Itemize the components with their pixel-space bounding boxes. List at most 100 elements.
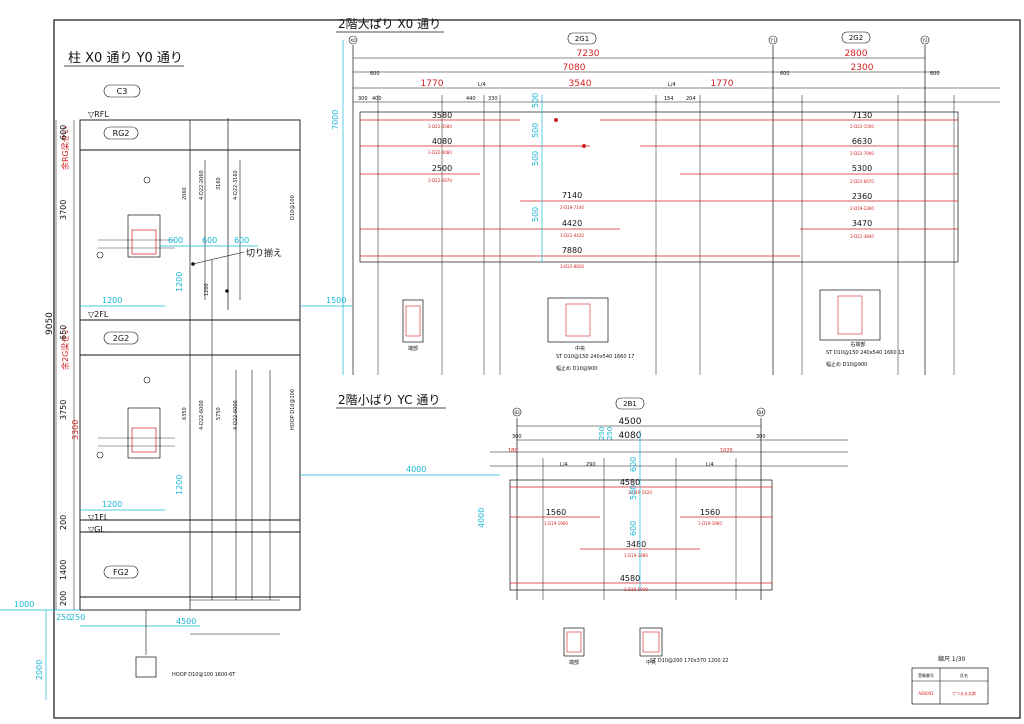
girder-section-end: 端部 [402, 299, 424, 352]
beam-tag-3480: 1-D19-3480 [624, 553, 648, 558]
column-mark: C3 [117, 87, 128, 96]
scale-label: 縮尺 1/30 [938, 655, 966, 663]
girder-small-10: L/4 [478, 82, 486, 88]
girder-tag-4080: 2-D22-4080 [428, 150, 452, 155]
girder-tag-3580: 2-D22-3580 [428, 124, 452, 129]
table-value-exam: A00001 [918, 691, 934, 696]
girder-small-3: 600 [930, 71, 940, 77]
girder-bar-5300: 5300 [852, 164, 872, 173]
offset-600b: 600 [202, 236, 217, 245]
girder-bar-6630: 6630 [852, 137, 872, 146]
beam-section: 2階小ばり YC 通り 4000 B3 B4 2B1 4500 4080 300… [300, 392, 848, 666]
table-value-name: てつまる太郎 [952, 690, 976, 696]
offset-1200d: 1200 [175, 475, 184, 495]
level-2fl: ▽2FL [88, 310, 109, 319]
table-header-exam: 受験番号 [918, 672, 934, 678]
sheet-border [53, 19, 1021, 719]
girder-span-2g2: 2G2 [849, 34, 863, 42]
girder-span-2g1: 2G1 [575, 35, 589, 43]
cyan-250b: 250 [70, 613, 85, 622]
member-2g2: 2G2 [113, 334, 129, 343]
girder-bar-7880: 7880 [562, 246, 582, 255]
girder-bar-3470: 3470 [852, 219, 872, 228]
dim-h-600: 600 [59, 125, 68, 140]
side-note-2g: 余2G梁せい [60, 327, 70, 370]
girder-tag-7130: 2-D22-1500 [850, 124, 874, 129]
col-note-7: 4-D22-6000 [199, 400, 205, 430]
girder-tag-5300: 2-D22-6670 [850, 179, 874, 184]
beam-vert-600b: 600 [629, 521, 638, 536]
beam-vert-4000: 4000 [477, 508, 486, 528]
girder-small-9: 204 [686, 96, 696, 102]
beam-vert-500: 500 [629, 485, 638, 500]
beam-cyan-4000: 4000 [406, 465, 426, 474]
cyan-2000: 2000 [35, 660, 44, 680]
girder-bar-4080: 4080 [432, 137, 452, 146]
girder-dim-2800: 2800 [845, 49, 868, 59]
beam-tag-1560b: 1-D19-1960 [698, 521, 722, 526]
girder-small-1: 600 [370, 71, 380, 77]
beam-small-5: L/4 [560, 462, 568, 468]
col-note-5: 1200 [204, 283, 210, 296]
girder-bar-7130: 7130 [852, 111, 872, 120]
girder-small-2: 600 [780, 71, 790, 77]
cut-note: 切り揃え [246, 247, 282, 259]
girder-dim-7080: 7080 [563, 63, 586, 73]
girder-small-6: 440 [466, 96, 476, 102]
beam-small-3: 1020 [720, 448, 733, 454]
girder-vert-1500: 1500 [326, 296, 346, 305]
beam-sec-label-1: 端部 [569, 659, 579, 666]
beam-small-2: 180 [508, 448, 518, 454]
dim-h-650: 650 [59, 325, 68, 340]
girder-sec-label-3: 右端部 [850, 341, 865, 348]
girder-small-5: 400 [372, 96, 382, 102]
column-title: 柱 X0 通り Y0 通り [68, 51, 183, 66]
column-section: 柱 X0 通り Y0 通り C3 ▽RFL ▽2FL ▽1FL ▽GL RG2 … [0, 51, 301, 700]
level-rfl: ▽RFL [88, 110, 109, 119]
girder-bar-2500: 2500 [432, 164, 452, 173]
girder-section-mid: 中央 ST D10@150 240x540 1660 17 幅止め D10@90… [547, 297, 634, 372]
girder-sec-label-2: 中央 [575, 345, 585, 352]
member-fg2: FG2 [113, 568, 129, 577]
girder-vert-500a: 500 [531, 93, 540, 108]
girder-axis-x0: X0 [350, 38, 356, 43]
dim-total: 9050 [45, 312, 55, 335]
beam-cyan-250a: 250 [606, 427, 614, 440]
side-note-rg: 余RG梁せい [60, 126, 70, 170]
beam-title: 2階小ばり YC 通り [338, 392, 440, 407]
beam-dim-4500: 4500 [619, 417, 642, 427]
girder-dim-2300: 2300 [851, 63, 874, 73]
cyan-1000: 1000 [14, 600, 34, 609]
offset-600c: 600 [234, 236, 249, 245]
beam-dim-4080: 4080 [619, 431, 642, 441]
girder-small-7: 330 [488, 96, 498, 102]
girder-dim-7230: 7230 [577, 49, 600, 59]
column-section-detail-1 [96, 176, 175, 259]
offset-1200a: 1200 [102, 296, 122, 305]
dim-h-200b: 200 [59, 591, 68, 606]
girder-bar-4420: 4420 [562, 219, 582, 228]
girder-axis-y2: Y2 [922, 38, 928, 43]
girder-tag-7140: 2-D19-7140 [560, 205, 584, 210]
title-block: 縮尺 1/30 受験番号 氏名 A00001 てつまる太郎 [911, 655, 989, 705]
cyan-4500: 4500 [176, 617, 196, 626]
girder-tag-4420: 1-D22-4420 [560, 233, 584, 238]
girder-tag-3470: 3-D22-3840 [850, 234, 874, 239]
girder-vert-500c: 500 [531, 151, 540, 166]
dim-h-3300: 3300 [71, 420, 80, 440]
footing-box [135, 656, 157, 678]
col-note-1: 2060 [182, 187, 188, 200]
offset-1200c: 1200 [102, 500, 122, 509]
girder-small-8: 154 [664, 96, 674, 102]
dim-h-200a: 200 [59, 515, 68, 530]
col-note-9: 4-D22-6000 [233, 400, 239, 430]
beam-small-4: 290 [586, 462, 596, 468]
dim-h-3700: 3700 [59, 200, 68, 220]
dim-h-3750: 3750 [59, 400, 68, 420]
beam-small-7: 300 [756, 434, 766, 440]
girder-tag-7880: 3-D22-8820 [560, 264, 584, 269]
level-1fl: ▽1FL [88, 513, 109, 522]
girder-section-right: 右端部 ST D10@150 240x540 1660 13 幅止め D10@9… [819, 289, 904, 368]
girder-small-11: L/4 [668, 82, 676, 88]
